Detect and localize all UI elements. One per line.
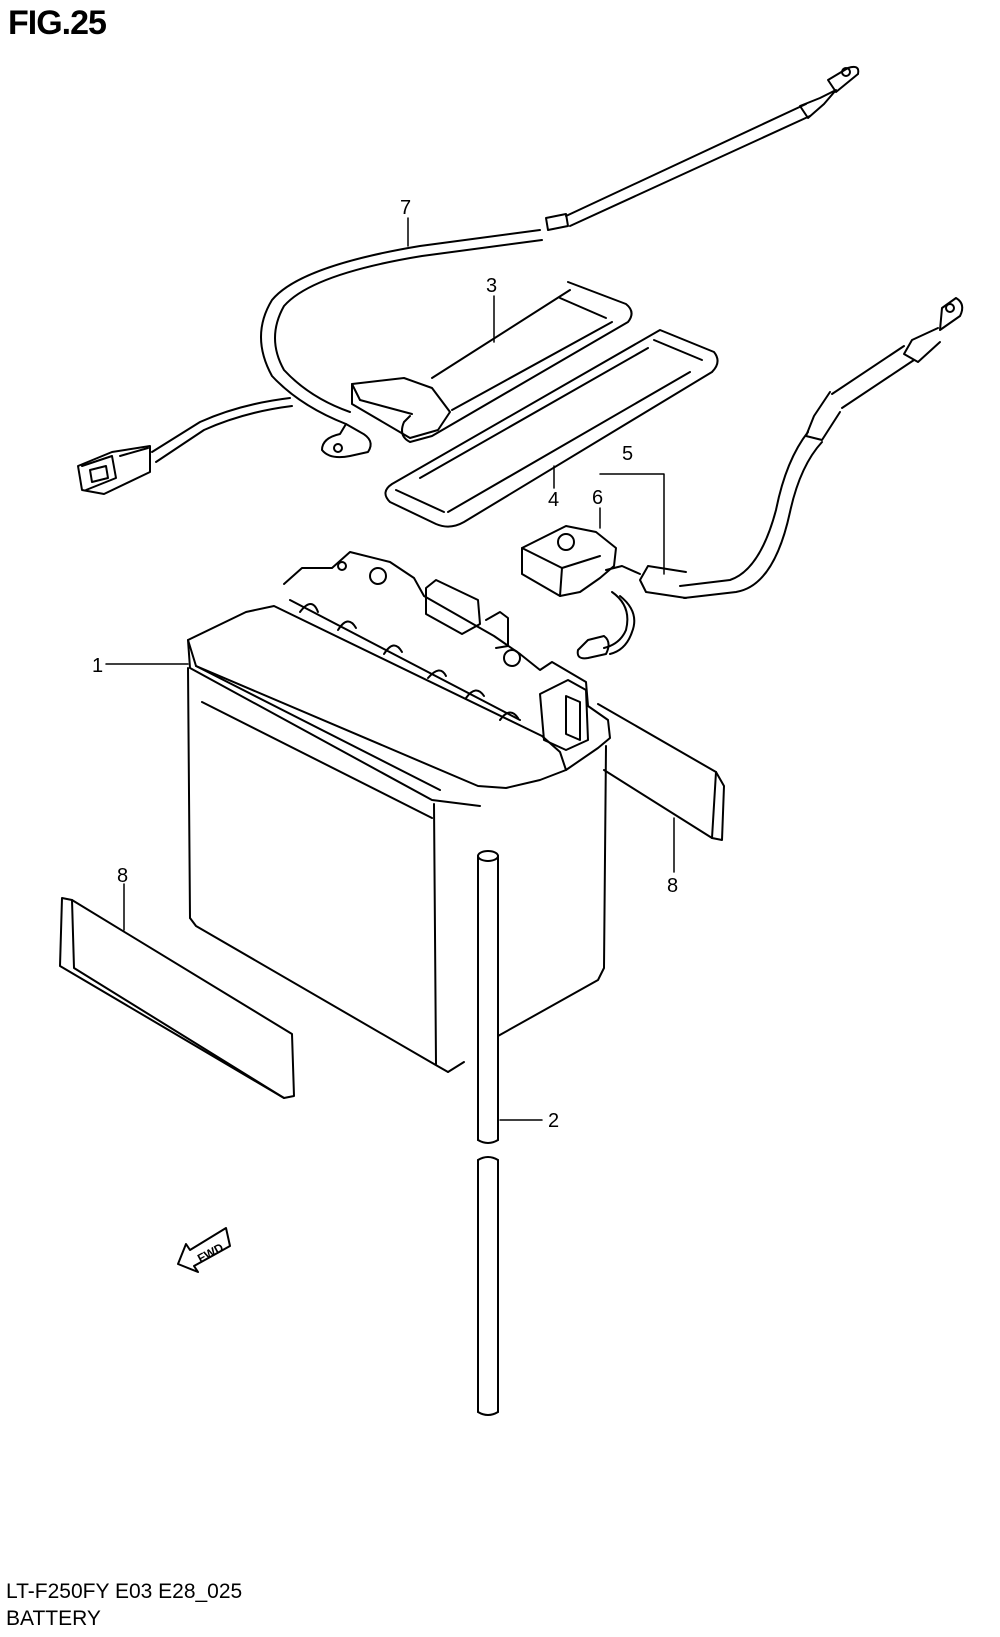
callout-8-left: 8 xyxy=(117,865,128,887)
battery-strap-upper xyxy=(351,281,633,443)
model-code: LT-F250FY E03 E28_025 xyxy=(6,1580,243,1603)
callout-1: 1 xyxy=(92,655,103,677)
callout-5: 5 xyxy=(622,443,633,465)
callout-7: 7 xyxy=(400,197,411,219)
battery-strap-lower xyxy=(384,329,719,528)
callout-4: 4 xyxy=(548,489,559,511)
figure-title: FIG.25 xyxy=(8,4,107,42)
battery-cushion xyxy=(597,703,725,841)
ground-cable xyxy=(77,65,860,495)
terminal-cover xyxy=(521,525,617,597)
forward-arrow-icon xyxy=(177,1227,231,1273)
callout-8-right: 8 xyxy=(667,875,678,897)
starter-cable-assembly xyxy=(576,297,964,660)
callout-2: 2 xyxy=(548,1110,559,1132)
section-name: BATTERY xyxy=(6,1607,101,1630)
callout-3: 3 xyxy=(486,275,497,297)
callout-6: 6 xyxy=(592,487,603,509)
breather-hose xyxy=(477,850,499,1416)
battery-cushion xyxy=(59,897,295,1099)
battery xyxy=(187,551,611,1073)
